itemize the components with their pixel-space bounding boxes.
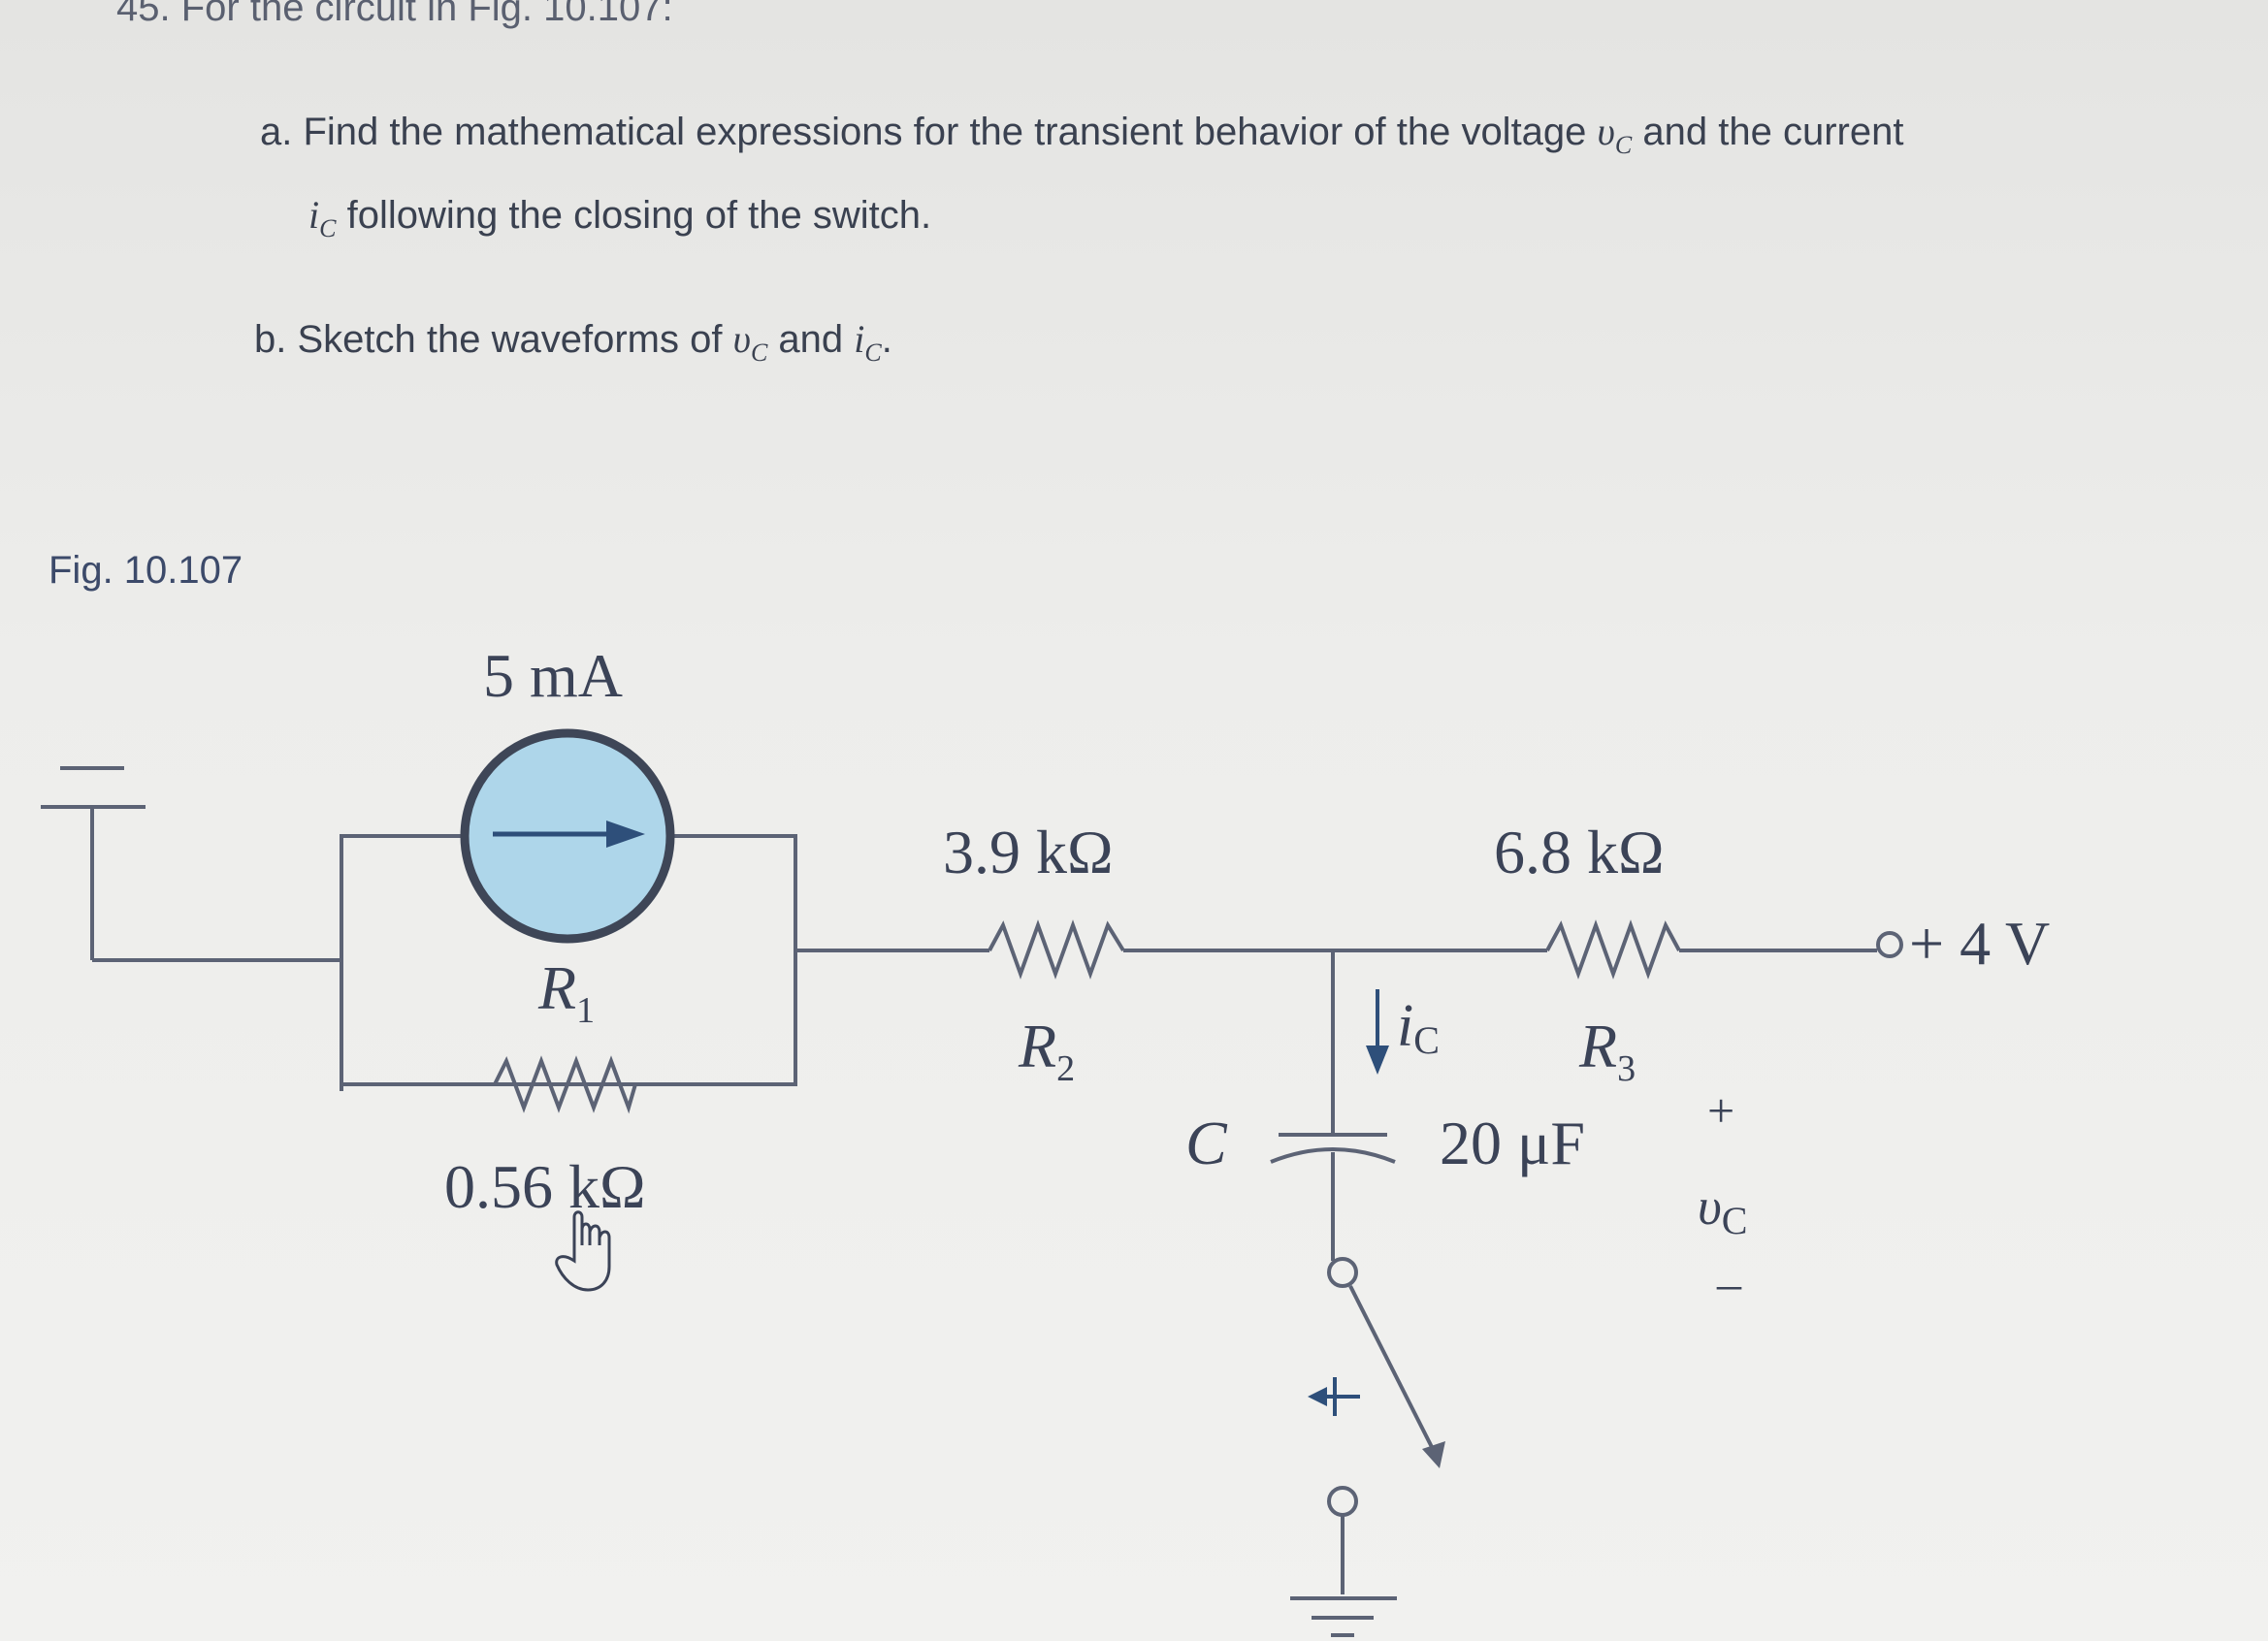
figure-label: Fig. 10.107 — [49, 549, 243, 592]
vc-plus: + — [1707, 1083, 1734, 1138]
vc-symbol: υC — [732, 317, 768, 367]
ground-symbol-bottom — [1290, 1596, 1397, 1637]
ic-symbol: iC — [308, 193, 337, 242]
ic-label: iC — [1397, 993, 1440, 1062]
capacitor-name: C — [1185, 1109, 1228, 1177]
vc-minus: – — [1716, 1256, 1742, 1310]
r3-value: 6.8 kΩ — [1494, 818, 1665, 886]
resistor-r3 — [1545, 919, 1681, 980]
resistor-r2 — [988, 919, 1125, 980]
r2-label: R2 — [1018, 1012, 1075, 1089]
vc-label: υC — [1698, 1177, 1747, 1242]
part-a-question-continued: iC following the closing of the switch. — [308, 192, 931, 243]
ic-symbol: iC — [854, 317, 882, 367]
part-a-text-tail: following the closing of the switch. — [346, 194, 932, 237]
parallel-block — [340, 834, 797, 1091]
ground-symbol-left — [41, 766, 146, 960]
problem-header: 45. For the circuit in Fig. 10.107: — [116, 0, 673, 29]
vc-symbol: υC — [1597, 110, 1633, 159]
supply-terminal — [1876, 931, 1903, 958]
switch — [1308, 1257, 1445, 1594]
supply-label: + 4 V — [1909, 909, 2050, 978]
part-b-question: b. Sketch the waveforms of υC and iC. — [254, 317, 892, 367]
part-a-question: a. Find the mathematical expressions for… — [260, 109, 1903, 160]
part-a-text: a. Find the mathematical expressions for… — [260, 111, 1587, 153]
hand-cursor-icon — [555, 1210, 611, 1292]
current-source — [460, 728, 675, 944]
capacitor-plate-bottom — [1270, 1147, 1396, 1164]
r1-value: 0.56 kΩ — [444, 1152, 646, 1221]
source-label: 5 mA — [483, 641, 623, 710]
capacitor-value: 20 μF — [1440, 1109, 1585, 1177]
part-a-text-mid: and the current — [1642, 111, 1904, 153]
resistor-r1 — [493, 1055, 637, 1114]
r3-label: R3 — [1578, 1012, 1636, 1089]
r2-value: 3.9 kΩ — [943, 818, 1114, 886]
ic-arrow-icon — [1366, 989, 1389, 1075]
r1-label: R1 — [537, 953, 595, 1031]
